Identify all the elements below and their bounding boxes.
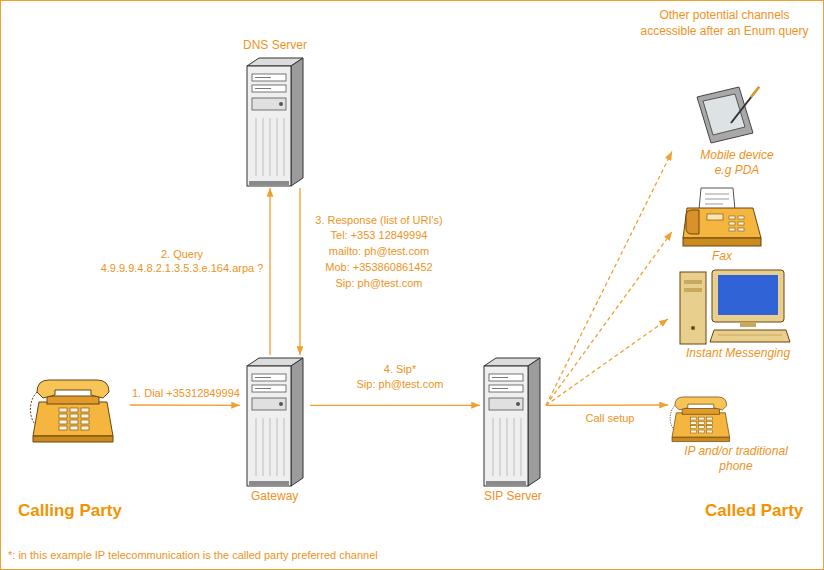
node-label: Gateway [251,489,298,504]
node-label: Mobile device e.g PDA [694,148,780,178]
enum-domain: 4.9.9.9.4.8.2.1.3.5.3.e.164.arpa ? [100,262,264,276]
footnote: *: in this example IP telecommunication … [8,549,378,563]
edge-label: 4. Sip* [340,362,460,376]
device-node: Gateway [240,355,310,506]
uri-entry: Tel: +353 12849994 [304,229,454,243]
dashed-arrow [546,232,672,406]
device-node: Instant Messenging [668,266,808,364]
node-label: Instant Messenging [686,346,790,361]
device-node: SIP Server [480,355,546,506]
party-heading: Called Party [705,500,803,521]
connector-arrow [269,188,270,355]
sip-uri: Sip: ph@test.com [340,378,460,392]
device-node: Calling Party [18,355,130,525]
dashed-arrow [546,152,672,406]
node-label: SIP Server [484,489,542,504]
node-label: DNS Server [243,38,307,53]
edge-label: 3. Response (list of URI's) [304,213,454,227]
device-node: IP and/or traditional phone [668,380,803,480]
connector-arrow [546,404,668,406]
node-label: Fax [712,249,732,264]
connector-arrow [130,404,240,406]
dashed-arrow [546,319,668,405]
edge-label: 2. Query [100,247,264,261]
edge-label: 1. Dial +35312849994 [132,386,240,400]
node-label: IP and/or traditional phone [671,444,801,474]
uri-entry: Sip: ph@test.com [304,277,454,291]
device-node: Mobile device e.g PDA [672,82,802,180]
channels-note: Other potential channels accessible afte… [632,8,817,39]
node-label: Calling Party [18,500,122,521]
uri-entry: Mob: +353860861452 [304,261,454,275]
edge-label: Call setup [580,411,640,425]
connector-arrow [310,405,480,406]
device-node: Fax [672,185,772,267]
connector-arrow [299,188,300,355]
device-node: DNS Server [240,36,310,188]
uri-entry: mailto: ph@test.com [304,245,454,259]
